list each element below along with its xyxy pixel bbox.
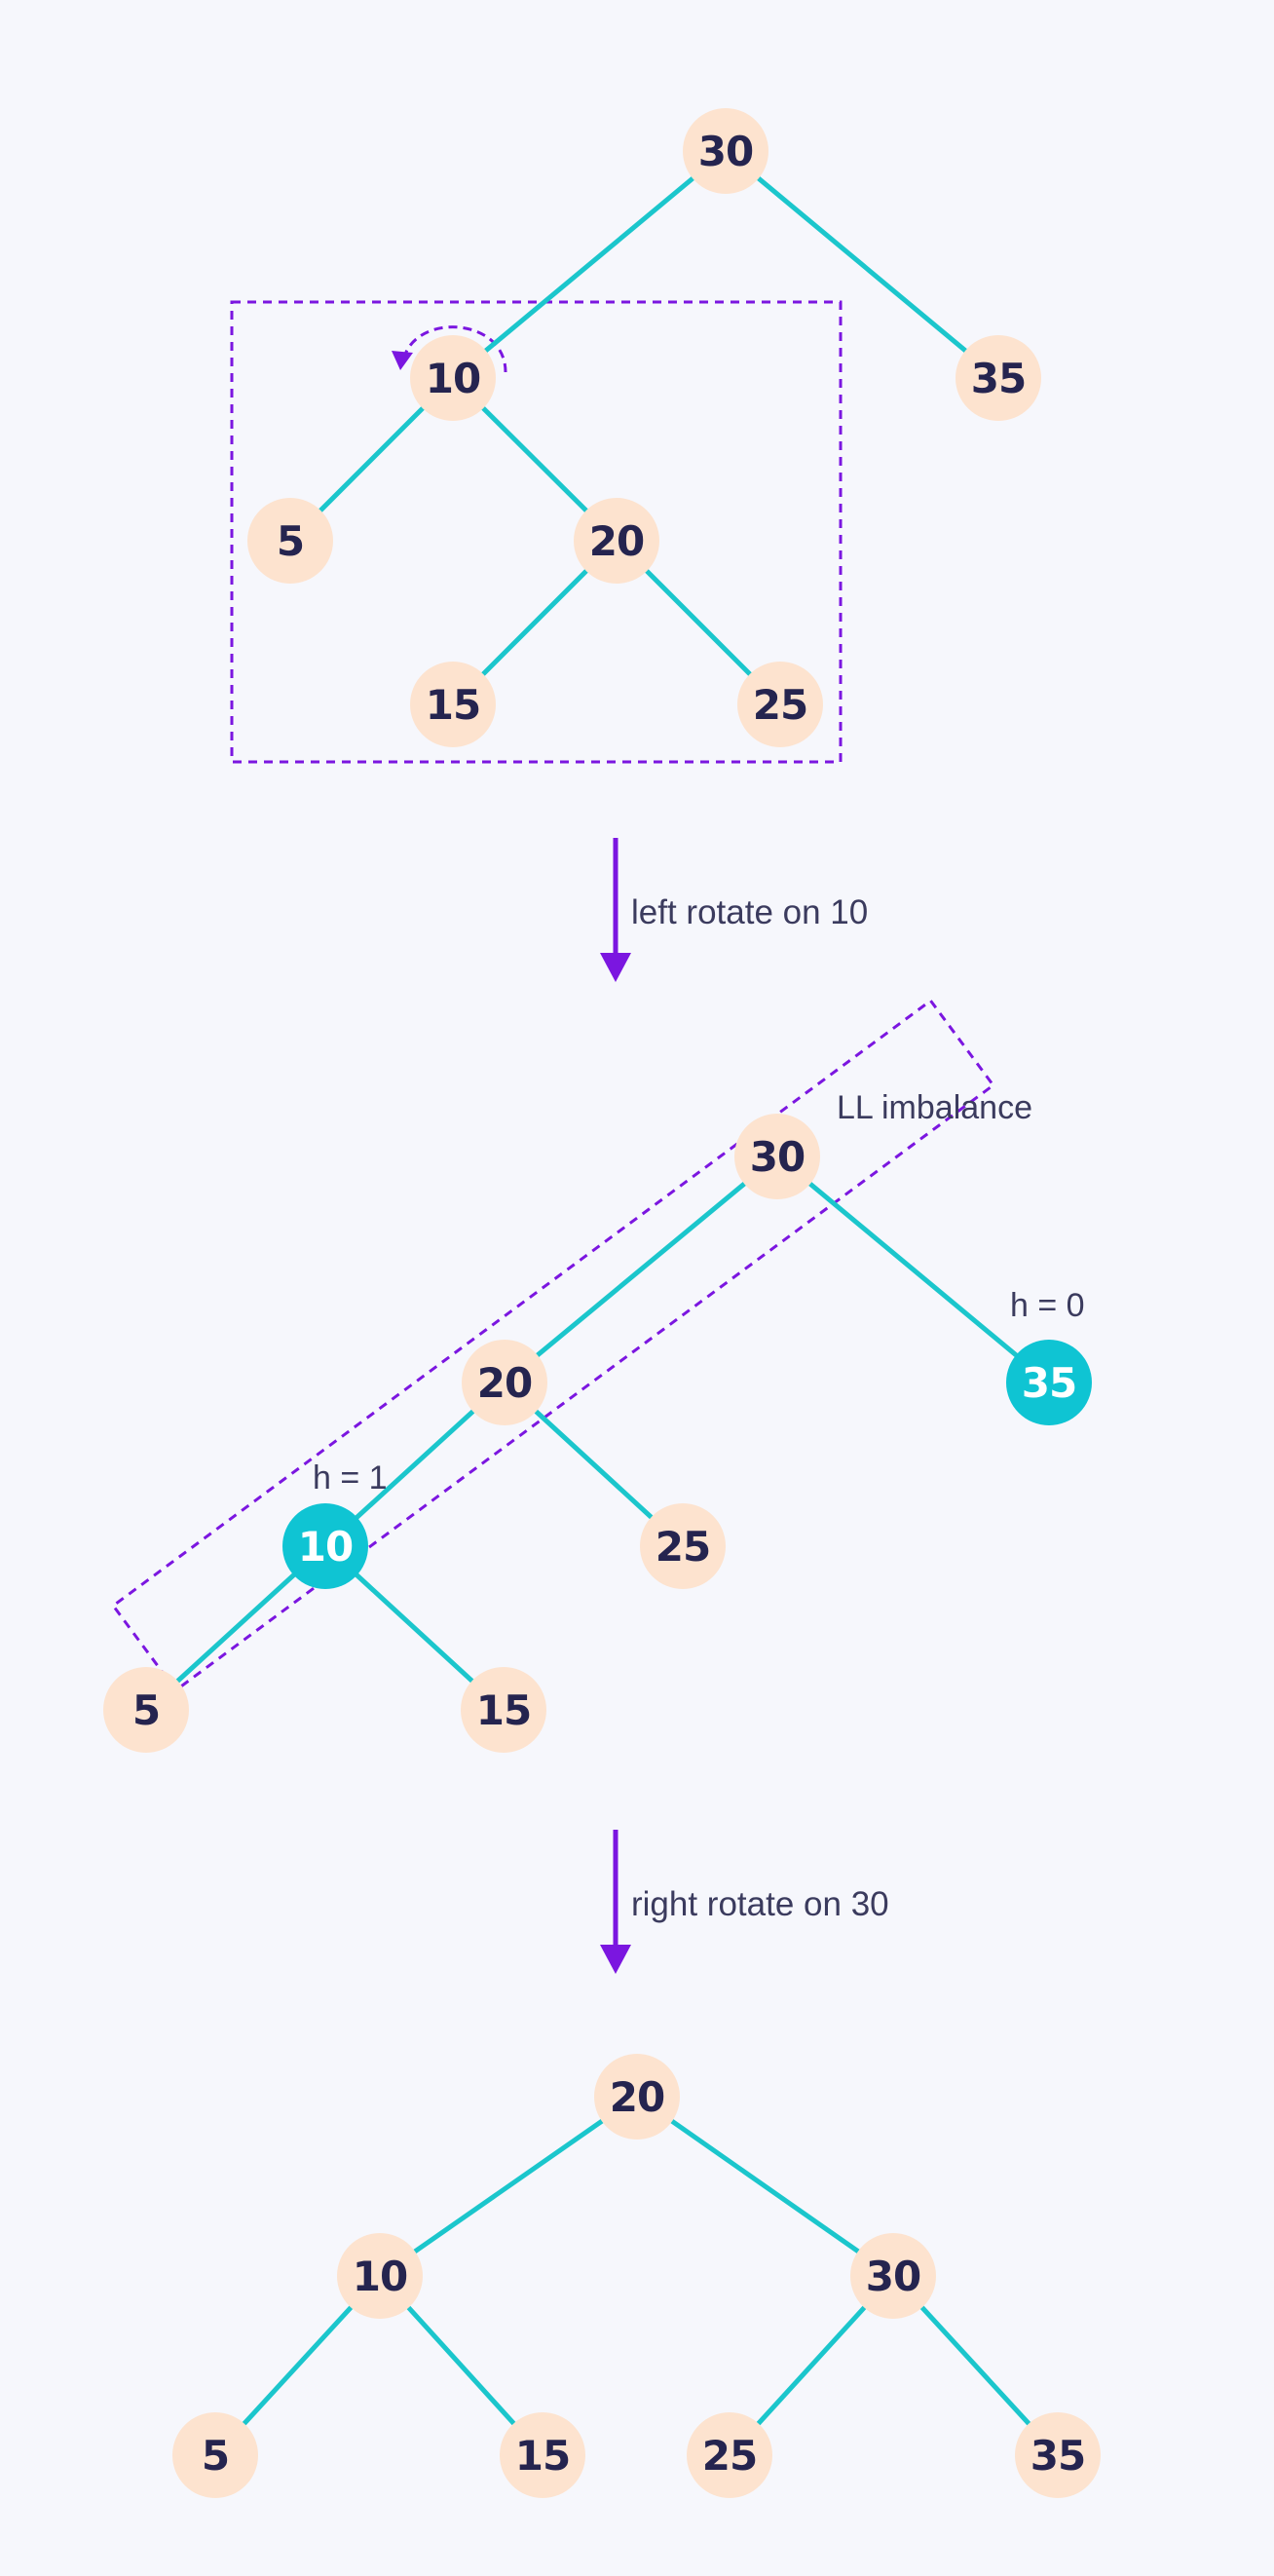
step-label-right-rotate: right rotate on 30: [631, 1885, 889, 1923]
node-circle: [247, 498, 333, 584]
tree-node-after-left-rotate-5: 5: [103, 1667, 189, 1753]
node-value: 25: [656, 1523, 710, 1571]
node-value: 15: [426, 681, 480, 729]
edge-before-30-35: [724, 149, 1000, 380]
node-value: 10: [426, 355, 480, 402]
tree-node-after-left-rotate-30: 30: [734, 1114, 820, 1199]
node-circle: [687, 2412, 772, 2498]
node-circle: [410, 662, 496, 747]
node-value: 30: [698, 128, 753, 175]
tree-node-after-left-rotate-15: 15: [461, 1667, 546, 1753]
height-label-10: h = 1: [313, 1459, 388, 1496]
left-rotation-arrow-icon: [392, 325, 507, 373]
tree-node-after-left-rotate-25: 25: [640, 1503, 726, 1589]
tree-node-after-right-rotate-20: 20: [594, 2054, 680, 2140]
tree-node-after-right-rotate-5: 5: [172, 2412, 258, 2498]
node-value: 10: [298, 1523, 353, 1571]
node-circle: [410, 335, 496, 421]
node-value: 10: [353, 2253, 407, 2300]
node-value: 15: [515, 2432, 570, 2480]
node-value: 15: [476, 1686, 531, 1734]
node-value: 20: [589, 517, 644, 565]
node-value: 25: [702, 2432, 757, 2480]
node-circle: [103, 1667, 189, 1753]
tree-node-before-10: 10: [410, 335, 496, 421]
tree-node-before-35: 35: [956, 335, 1041, 421]
tree-node-after-right-rotate-15: 15: [500, 2412, 585, 2498]
node-circle: [574, 498, 659, 584]
node-value: 5: [202, 2432, 229, 2480]
ll-imbalance-box: [111, 998, 995, 1693]
tree-node-after-right-rotate-10: 10: [337, 2233, 423, 2319]
tree-node-after-left-rotate-35: 35: [1006, 1340, 1092, 1425]
node-value: 20: [610, 2073, 664, 2121]
ll-imbalance-label: LL imbalance: [837, 1089, 1032, 1126]
node-circle: [640, 1503, 726, 1589]
node-circle: [500, 2412, 585, 2498]
tree-node-before-25: 25: [737, 662, 823, 747]
step-label-left-rotate: left rotate on 10: [631, 893, 868, 931]
tree-node-before-5: 5: [247, 498, 333, 584]
node-value: 20: [477, 1359, 532, 1407]
node-value: 25: [753, 681, 807, 729]
node-value: 35: [1030, 2432, 1085, 2480]
tree-node-after-right-rotate-35: 35: [1015, 2412, 1101, 2498]
step-arrow-1: [600, 838, 631, 982]
node-value: 5: [277, 517, 304, 565]
tree-node-after-left-rotate-20: 20: [462, 1340, 547, 1425]
node-value: 35: [971, 355, 1026, 402]
node-value: 30: [750, 1133, 805, 1181]
node-circle: [1015, 2412, 1101, 2498]
node-circle: [282, 1503, 368, 1589]
height-label-35: h = 0: [1010, 1287, 1085, 1324]
nodes-layer: 30 10 35 5 20 15 25 30 20 35 10 25 5 15 20 10 30 5 15 25 35: [103, 108, 1101, 2498]
node-value: 5: [132, 1686, 160, 1734]
tree-node-before-30: 30: [683, 108, 768, 194]
subtree-selection-box: [230, 300, 843, 764]
node-circle: [1006, 1340, 1092, 1425]
node-circle: [734, 1114, 820, 1199]
node-circle: [172, 2412, 258, 2498]
node-circle: [337, 2233, 423, 2319]
edge-after-right-rotate-20-30: [635, 2094, 895, 2279]
edge-after-right-rotate-20-10: [378, 2094, 639, 2279]
node-circle: [683, 108, 768, 194]
node-circle: [737, 662, 823, 747]
tree-node-before-15: 15: [410, 662, 496, 747]
node-value: 35: [1022, 1359, 1076, 1407]
node-circle: [850, 2233, 936, 2319]
tree-node-after-left-rotate-10: 10: [282, 1503, 368, 1589]
tree-node-after-right-rotate-25: 25: [687, 2412, 772, 2498]
node-circle: [462, 1340, 547, 1425]
edge-before-30-10: [451, 149, 728, 380]
edge-after-left-rotate-30-20: [503, 1155, 779, 1384]
node-circle: [461, 1667, 546, 1753]
edge-after-left-rotate-30-35: [775, 1155, 1051, 1384]
node-circle: [594, 2054, 680, 2140]
tree-node-after-right-rotate-30: 30: [850, 2233, 936, 2319]
step-arrow-2: [600, 1830, 631, 1974]
tree-node-before-20: 20: [574, 498, 659, 584]
node-value: 30: [866, 2253, 920, 2300]
node-circle: [956, 335, 1041, 421]
